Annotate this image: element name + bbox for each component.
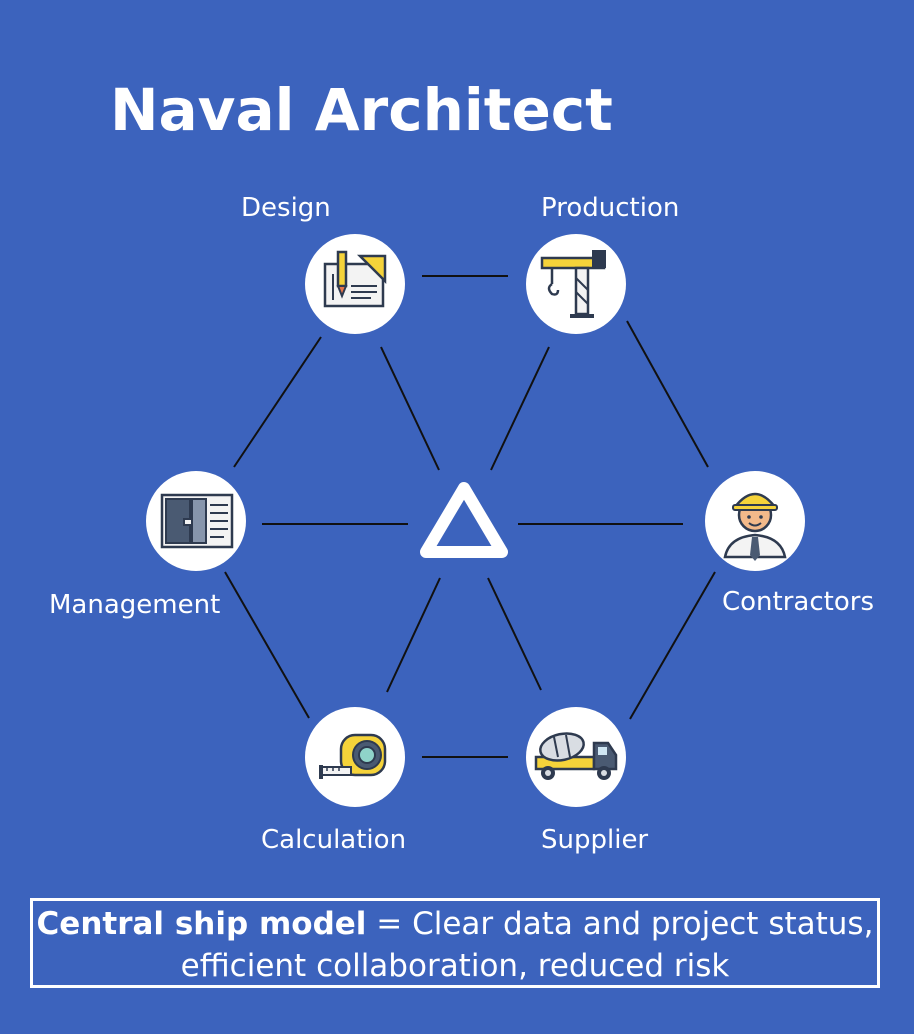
node-production[interactable] <box>526 234 626 334</box>
summary-line-1: Central ship model = Clear data and proj… <box>33 903 877 945</box>
triangle-logo-icon <box>420 482 508 558</box>
summary-bold: Central ship model <box>36 906 367 942</box>
node-calculation[interactable] <box>305 707 405 807</box>
crane-icon <box>540 250 606 318</box>
node-management[interactable] <box>146 471 246 571</box>
node-supplier[interactable] <box>526 707 626 807</box>
node-design[interactable] <box>305 234 405 334</box>
node-label-management: Management <box>49 590 221 620</box>
summary-line-2: efficient collaboration, reduced risk <box>180 948 730 984</box>
blueprint-pencil-icon <box>323 250 387 308</box>
node-label-production: Production <box>541 193 680 223</box>
tape-measure-icon <box>319 733 387 779</box>
node-label-calculation: Calculation <box>261 825 407 855</box>
page-title: Naval Architect <box>110 76 613 144</box>
central-ship-model-logo <box>418 478 510 574</box>
worker-hardhat-icon <box>723 492 787 561</box>
node-label-contractors: Contractors <box>722 587 874 617</box>
summary-box: Central ship model = Clear data and proj… <box>30 898 880 988</box>
node-label-supplier: Supplier <box>541 825 649 855</box>
plan-layout-icon <box>160 493 234 549</box>
node-label-design: Design <box>241 193 331 223</box>
node-contractors[interactable] <box>705 471 805 571</box>
summary-rest: = Clear data and project status, <box>366 906 874 942</box>
cement-truck-icon <box>534 732 618 780</box>
